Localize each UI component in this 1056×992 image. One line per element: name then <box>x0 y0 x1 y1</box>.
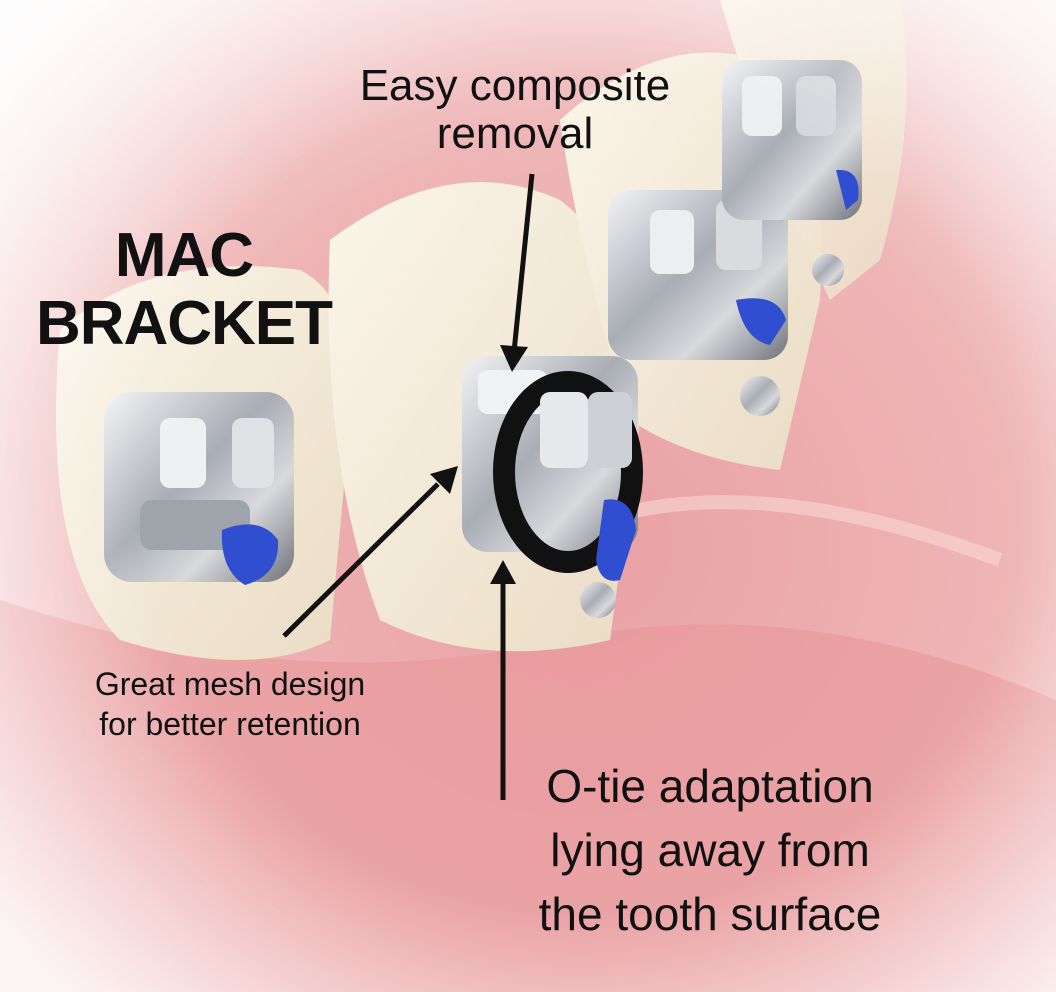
callout-mesh-line-1: Great mesh design <box>94 666 366 702</box>
callout-composite-line-1: Easy composite <box>359 61 671 110</box>
callout-mesh-line-2: for better retention <box>99 706 361 742</box>
page-title: MAC BRACKET <box>8 222 360 358</box>
callout-mesh: Great mesh design for better retention <box>40 664 420 744</box>
callout-composite: Easy composite removal <box>300 62 730 158</box>
callout-otie-line-1: O-tie adaptation <box>546 760 874 812</box>
callout-otie: O-tie adaptation lying away from the too… <box>480 754 940 946</box>
arrow-composite <box>500 173 535 372</box>
title-line-2: BRACKET <box>35 289 333 358</box>
callout-otie-line-2: lying away from <box>550 824 870 876</box>
callout-composite-line-2: removal <box>436 109 594 158</box>
arrow-mesh <box>282 466 458 638</box>
title-line-1: MAC <box>114 221 254 290</box>
callout-otie-line-3: the tooth surface <box>538 888 882 940</box>
arrow-otie <box>490 560 516 800</box>
